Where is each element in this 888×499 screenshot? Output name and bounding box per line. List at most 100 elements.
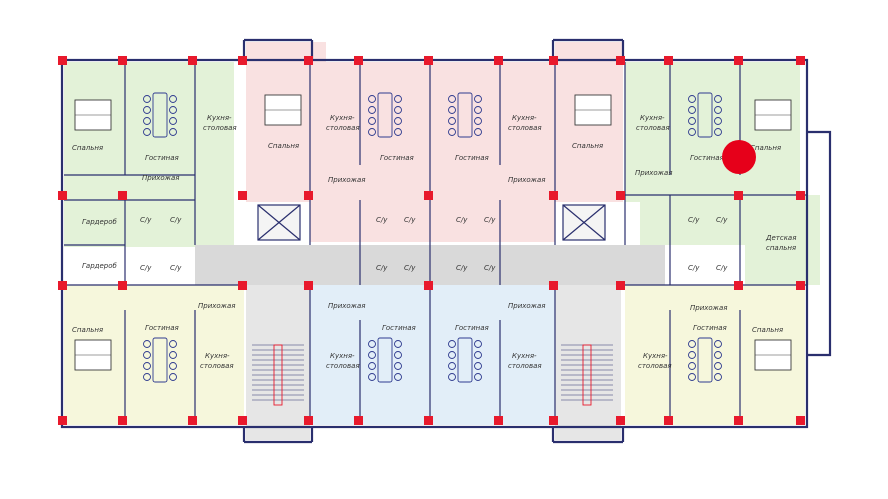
chair: [394, 128, 402, 136]
dining-table: [377, 337, 393, 383]
column: [118, 191, 127, 200]
dining-table: [152, 337, 168, 383]
column: [238, 191, 247, 200]
chair: [169, 373, 177, 381]
label-wc: С/у: [484, 264, 496, 272]
chair: [448, 128, 456, 136]
label-kitchen: Кухня-: [512, 114, 537, 122]
chair: [448, 351, 456, 359]
chair: [448, 362, 456, 370]
dining-table: [457, 92, 473, 138]
chair: [714, 362, 722, 370]
column: [188, 56, 197, 65]
apartment-top-left[interactable]: [64, 62, 234, 247]
stair-handrail: [582, 344, 592, 406]
label-kitchen-2: столовая: [508, 124, 542, 132]
chair: [714, 117, 722, 125]
label-kitchen-2: столовая: [326, 362, 360, 370]
label-bedroom: Спальня: [750, 144, 781, 152]
room-labels: Спальня Гостиная Кухня- столовая Прихожа…: [72, 114, 796, 370]
chair: [169, 117, 177, 125]
column: [58, 191, 67, 200]
column: [304, 416, 313, 425]
chair: [474, 340, 482, 348]
column: [118, 416, 127, 425]
selected-unit-marker[interactable]: [722, 140, 756, 174]
label-wc: С/у: [456, 216, 468, 224]
label-living: Гостиная: [455, 324, 489, 332]
label-wc: С/у: [140, 216, 152, 224]
apartment-top-right[interactable]: [625, 62, 800, 202]
dining-table: [457, 337, 473, 383]
column: [734, 281, 743, 290]
chair: [714, 340, 722, 348]
column: [796, 416, 805, 425]
column: [616, 416, 625, 425]
apartment-bottom-blue-2[interactable]: [430, 285, 555, 425]
label-wc: С/у: [688, 216, 700, 224]
beds: [74, 94, 792, 371]
chair: [143, 340, 151, 348]
label-kitchen-2: столовая: [326, 124, 360, 132]
column: [238, 56, 247, 65]
column: [664, 416, 673, 425]
elevator-shafts: [257, 204, 606, 241]
column: [424, 281, 433, 290]
chair: [688, 362, 696, 370]
chair: [688, 340, 696, 348]
chair: [474, 128, 482, 136]
label-kitchen: Кухня-: [640, 114, 665, 122]
chair: [394, 351, 402, 359]
walls: [60, 38, 832, 444]
label-wc: С/у: [484, 216, 496, 224]
label-bedroom: Спальня: [72, 144, 103, 152]
chair: [169, 362, 177, 370]
column: [549, 416, 558, 425]
column: [796, 191, 805, 200]
chair: [448, 117, 456, 125]
chair: [368, 351, 376, 359]
column: [494, 56, 503, 65]
chair: [394, 340, 402, 348]
label-kitchen-2: столовая: [508, 362, 542, 370]
label-living: Гостиная: [145, 154, 179, 162]
column: [424, 416, 433, 425]
chair: [394, 117, 402, 125]
column: [354, 416, 363, 425]
chair: [368, 117, 376, 125]
chair: [474, 373, 482, 381]
column: [549, 191, 558, 200]
label-kitchen-2: столовая: [203, 124, 237, 132]
chair: [474, 351, 482, 359]
label-wc: С/у: [404, 264, 416, 272]
chair: [169, 95, 177, 103]
chair: [143, 117, 151, 125]
chair: [368, 340, 376, 348]
label-wc: С/у: [404, 216, 416, 224]
chair: [368, 128, 376, 136]
label-hall: Прихожая: [328, 176, 366, 184]
furniture: [143, 92, 722, 383]
chair: [714, 95, 722, 103]
column: [304, 56, 313, 65]
column: [549, 281, 558, 290]
dining-table: [152, 92, 168, 138]
chair: [688, 117, 696, 125]
column: [58, 416, 67, 425]
chair: [474, 117, 482, 125]
chair: [169, 351, 177, 359]
apartment-bottom-blue-1[interactable]: [310, 285, 430, 425]
apartment-top-pink-2[interactable]: [430, 62, 555, 242]
label-hall: Прихожая: [198, 302, 236, 310]
chair: [169, 340, 177, 348]
label-wc: С/у: [170, 264, 182, 272]
chair: [688, 95, 696, 103]
chair: [394, 106, 402, 114]
chair: [688, 373, 696, 381]
label-wc: С/у: [140, 264, 152, 272]
column: [796, 281, 805, 290]
chair: [688, 106, 696, 114]
label-hall: Прихожая: [508, 176, 546, 184]
label-hall: Прихожая: [142, 174, 180, 182]
label-living: Гостиная: [145, 324, 179, 332]
